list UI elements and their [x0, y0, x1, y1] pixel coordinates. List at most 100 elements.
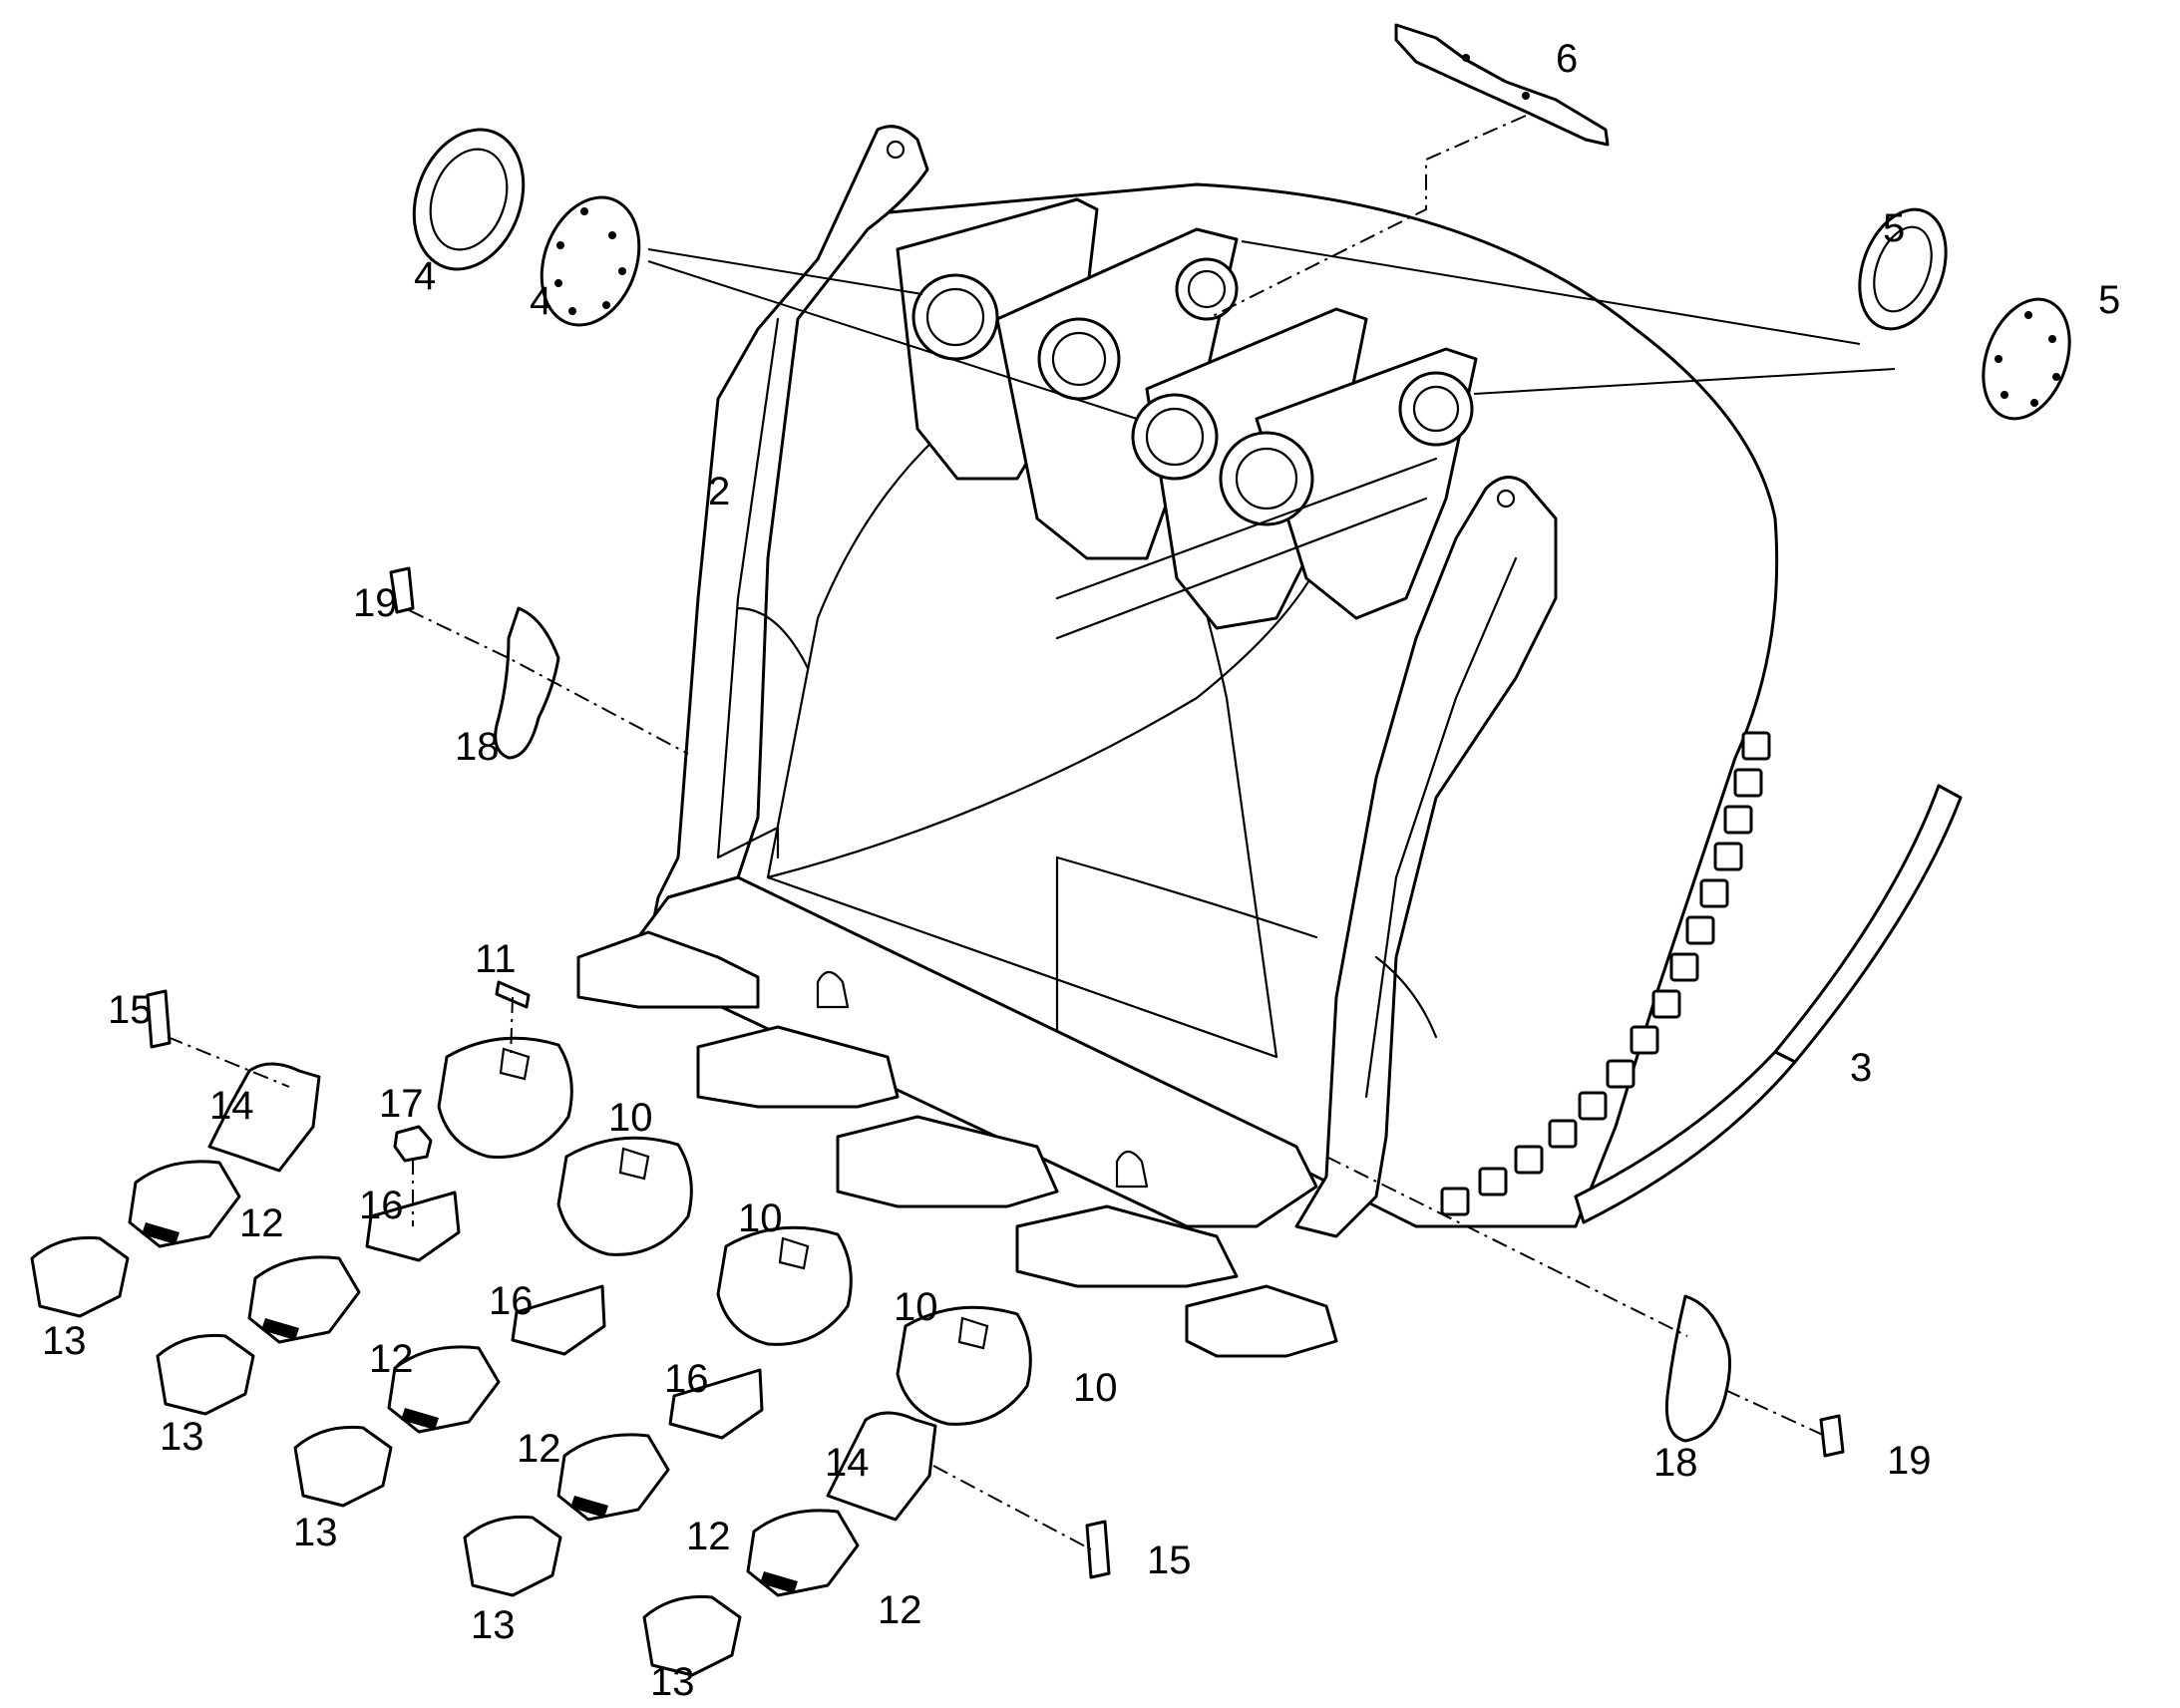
adapter-5	[1185, 1284, 1338, 1358]
left-side-plate-outline	[646, 125, 929, 949]
callout-c16a: 16	[359, 1184, 404, 1227]
callout-c15b: 15	[1147, 1538, 1192, 1582]
callout-c11: 11	[475, 937, 517, 981]
part-17-block	[393, 1125, 433, 1163]
part-10-shroud-b	[556, 1136, 693, 1256]
part-13-tip-d	[463, 1515, 562, 1597]
callout-c13a: 13	[42, 1319, 87, 1363]
leader-14-15-right	[932, 1465, 1092, 1550]
callout-c12a: 12	[239, 1201, 284, 1245]
callout-c12c: 12	[517, 1427, 561, 1471]
wear-block-6	[1685, 915, 1715, 945]
bucket-floor-edge	[766, 546, 1328, 879]
part-10-shroud-c	[716, 1225, 853, 1346]
bucket-back-wall-curve	[1055, 855, 1318, 1039]
part-10-shroud-a	[437, 1036, 573, 1159]
callout-c19a: 19	[353, 581, 398, 625]
adapter-3	[836, 1115, 1059, 1208]
part-12-adapter-d	[556, 1433, 670, 1522]
part-13-tip-c	[293, 1425, 393, 1508]
callout-c4a: 4	[414, 254, 436, 298]
wear-block-2	[1733, 768, 1763, 798]
wear-block-12	[1548, 1119, 1578, 1149]
wear-block-11	[1578, 1091, 1608, 1121]
part-13-tip-a	[30, 1235, 130, 1318]
callout-c15a: 15	[108, 988, 153, 1032]
wear-block-10	[1606, 1059, 1635, 1089]
callout-c12d: 12	[686, 1515, 731, 1558]
callout-c13b: 13	[160, 1415, 204, 1459]
part-4-end-ring	[412, 128, 526, 271]
leader-15-14-left	[167, 1036, 290, 1088]
callout-c14a: 14	[209, 1084, 254, 1128]
right-plate-hole	[1496, 489, 1516, 509]
top-plate-bolt-2	[1522, 92, 1530, 100]
part-3-wear-strip	[1574, 784, 1963, 1224]
boss-4	[1219, 431, 1314, 526]
left-side-plate-edge	[716, 317, 810, 859]
callout-c16c: 16	[664, 1357, 709, 1401]
callout-c16b: 16	[489, 1279, 534, 1323]
leader-11	[510, 996, 514, 1058]
part-18-shroud-right	[1664, 1294, 1731, 1443]
lip-bracket-2	[1115, 1150, 1149, 1189]
boss-3	[1131, 393, 1219, 481]
wear-block-13	[1514, 1145, 1544, 1175]
callout-c14b: 14	[825, 1441, 870, 1485]
hinge-brackets	[896, 197, 1478, 640]
part-10-shroud-d	[896, 1305, 1032, 1426]
part-5-end-ring	[1858, 207, 1948, 331]
part-16-plate-b	[511, 1284, 606, 1356]
callout-c13d: 13	[471, 1603, 516, 1647]
callout-c18a: 18	[455, 725, 500, 769]
part-15-pin-right	[1085, 1520, 1111, 1579]
wear-strip-lower	[1574, 1050, 1797, 1224]
callout-c12b: 12	[369, 1337, 414, 1381]
left-plate-hole	[886, 140, 906, 160]
top-plate-bolt-1	[1462, 54, 1470, 62]
wear-block-4	[1713, 842, 1743, 871]
part-16-plate-c	[668, 1368, 764, 1440]
wear-block-7	[1669, 952, 1699, 982]
right-side-plate-outline	[1294, 476, 1558, 1238]
adapter-1	[576, 930, 760, 1009]
part-12-adapter-e	[746, 1509, 860, 1597]
boss-1	[911, 273, 999, 361]
callout-c17: 17	[379, 1082, 424, 1126]
cutting-edge	[576, 875, 1338, 1358]
right-side-plate-edge	[1364, 556, 1518, 1099]
callout-c10c: 10	[894, 1285, 938, 1329]
callout-c10d: 10	[1073, 1366, 1118, 1410]
part-12-adapter-b	[247, 1255, 361, 1344]
part-13-tip-b	[156, 1333, 255, 1416]
lip-bracket-1	[816, 970, 850, 1009]
right-side-plate	[1294, 476, 1558, 1238]
part-12-adapter-a	[128, 1160, 241, 1248]
adapter-2	[696, 1025, 900, 1109]
callout-c10a: 10	[608, 1096, 653, 1140]
part-18-shroud-left	[494, 606, 560, 760]
hinge-tube	[1055, 457, 1438, 640]
adapter-4	[1015, 1204, 1239, 1288]
leader-5-to-boss-5	[1473, 368, 1896, 395]
boss-2	[1037, 317, 1121, 401]
left-side-plate	[646, 125, 929, 949]
wear-block-1	[1741, 731, 1771, 761]
leader-5-to-boss-6	[1241, 240, 1861, 345]
callout-c10b: 10	[738, 1196, 783, 1240]
part-5-end-cover	[1982, 297, 2071, 421]
callout-c19b: 19	[1887, 1439, 1932, 1483]
wear-block-5	[1699, 878, 1729, 908]
leader-4-to-boss-4	[647, 260, 1138, 420]
leader-lines	[167, 115, 1896, 1550]
boss-5	[1398, 371, 1474, 447]
part-15-pin-left	[146, 989, 172, 1049]
boss-6	[1175, 257, 1239, 321]
callout-c5a: 5	[1883, 206, 1905, 250]
wear-block-9	[1630, 1025, 1659, 1055]
part-19-pin-right	[1819, 1414, 1845, 1458]
part-12-adapter-c	[387, 1345, 501, 1434]
part-6-top-plate	[1394, 23, 1610, 147]
callout-c13c: 13	[293, 1511, 338, 1554]
